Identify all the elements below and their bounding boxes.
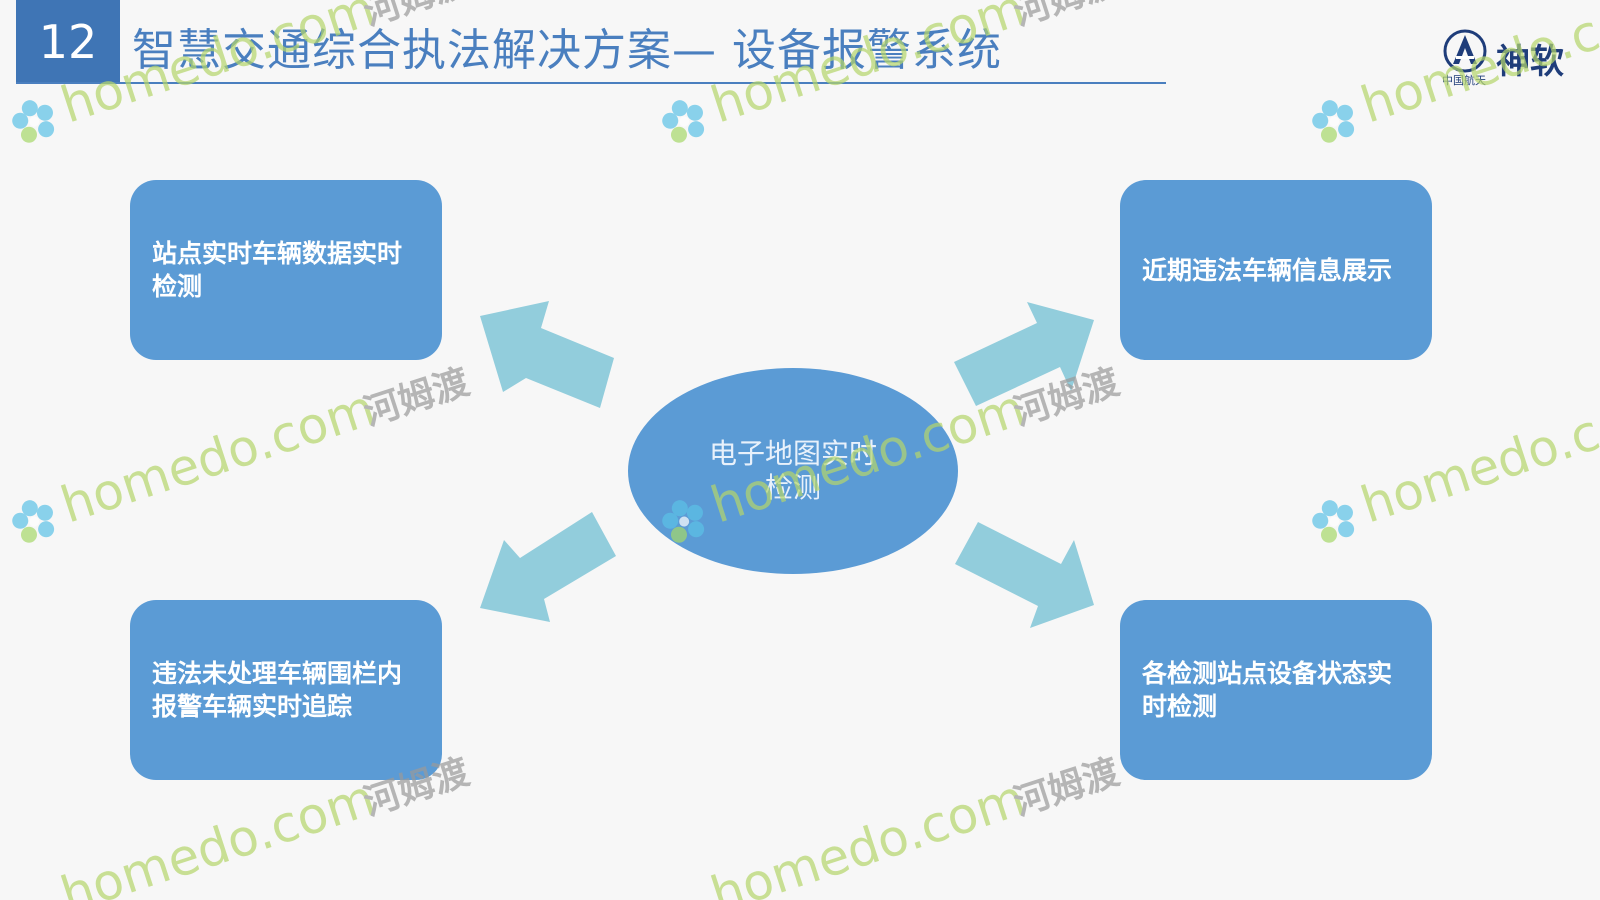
node-label: 站点实时车辆数据实时检测 xyxy=(152,239,403,301)
logo-sub-label: 中国航天 xyxy=(1442,74,1486,87)
page-title: 智慧交通综合执法解决方案— 设备报警系统 xyxy=(132,25,1002,76)
title-underline xyxy=(16,82,1166,84)
arrow-up-right-icon xyxy=(954,302,1094,406)
node-label: 各检测站点设备状态实时检测 xyxy=(1142,659,1393,721)
casc-emblem-icon xyxy=(1443,29,1487,73)
slide-number: 12 xyxy=(16,0,120,84)
arrow-down-right-icon xyxy=(955,522,1094,628)
node-label: 违法未处理车辆围栏内报警车辆实时追踪 xyxy=(152,659,403,721)
center-node-label: 电子地图实时检测 xyxy=(708,437,877,504)
company-logo: 中国航天 神软 xyxy=(1442,28,1572,88)
logo-brand-name: 神软 xyxy=(1496,42,1564,82)
center-node-map-detection: 电子地图实时检测 xyxy=(628,368,958,574)
node-realtime-vehicle-data: 站点实时车辆数据实时检测 xyxy=(130,180,442,360)
node-label: 近期违法车辆信息展示 xyxy=(1142,255,1393,285)
node-station-device-status: 各检测站点设备状态实时检测 xyxy=(1120,600,1432,780)
node-recent-violations: 近期违法车辆信息展示 xyxy=(1120,180,1432,360)
node-fence-alarm-tracking: 违法未处理车辆围栏内报警车辆实时追踪 xyxy=(130,600,442,780)
arrow-down-left-icon xyxy=(480,512,616,622)
arrow-up-left-icon xyxy=(480,301,614,408)
